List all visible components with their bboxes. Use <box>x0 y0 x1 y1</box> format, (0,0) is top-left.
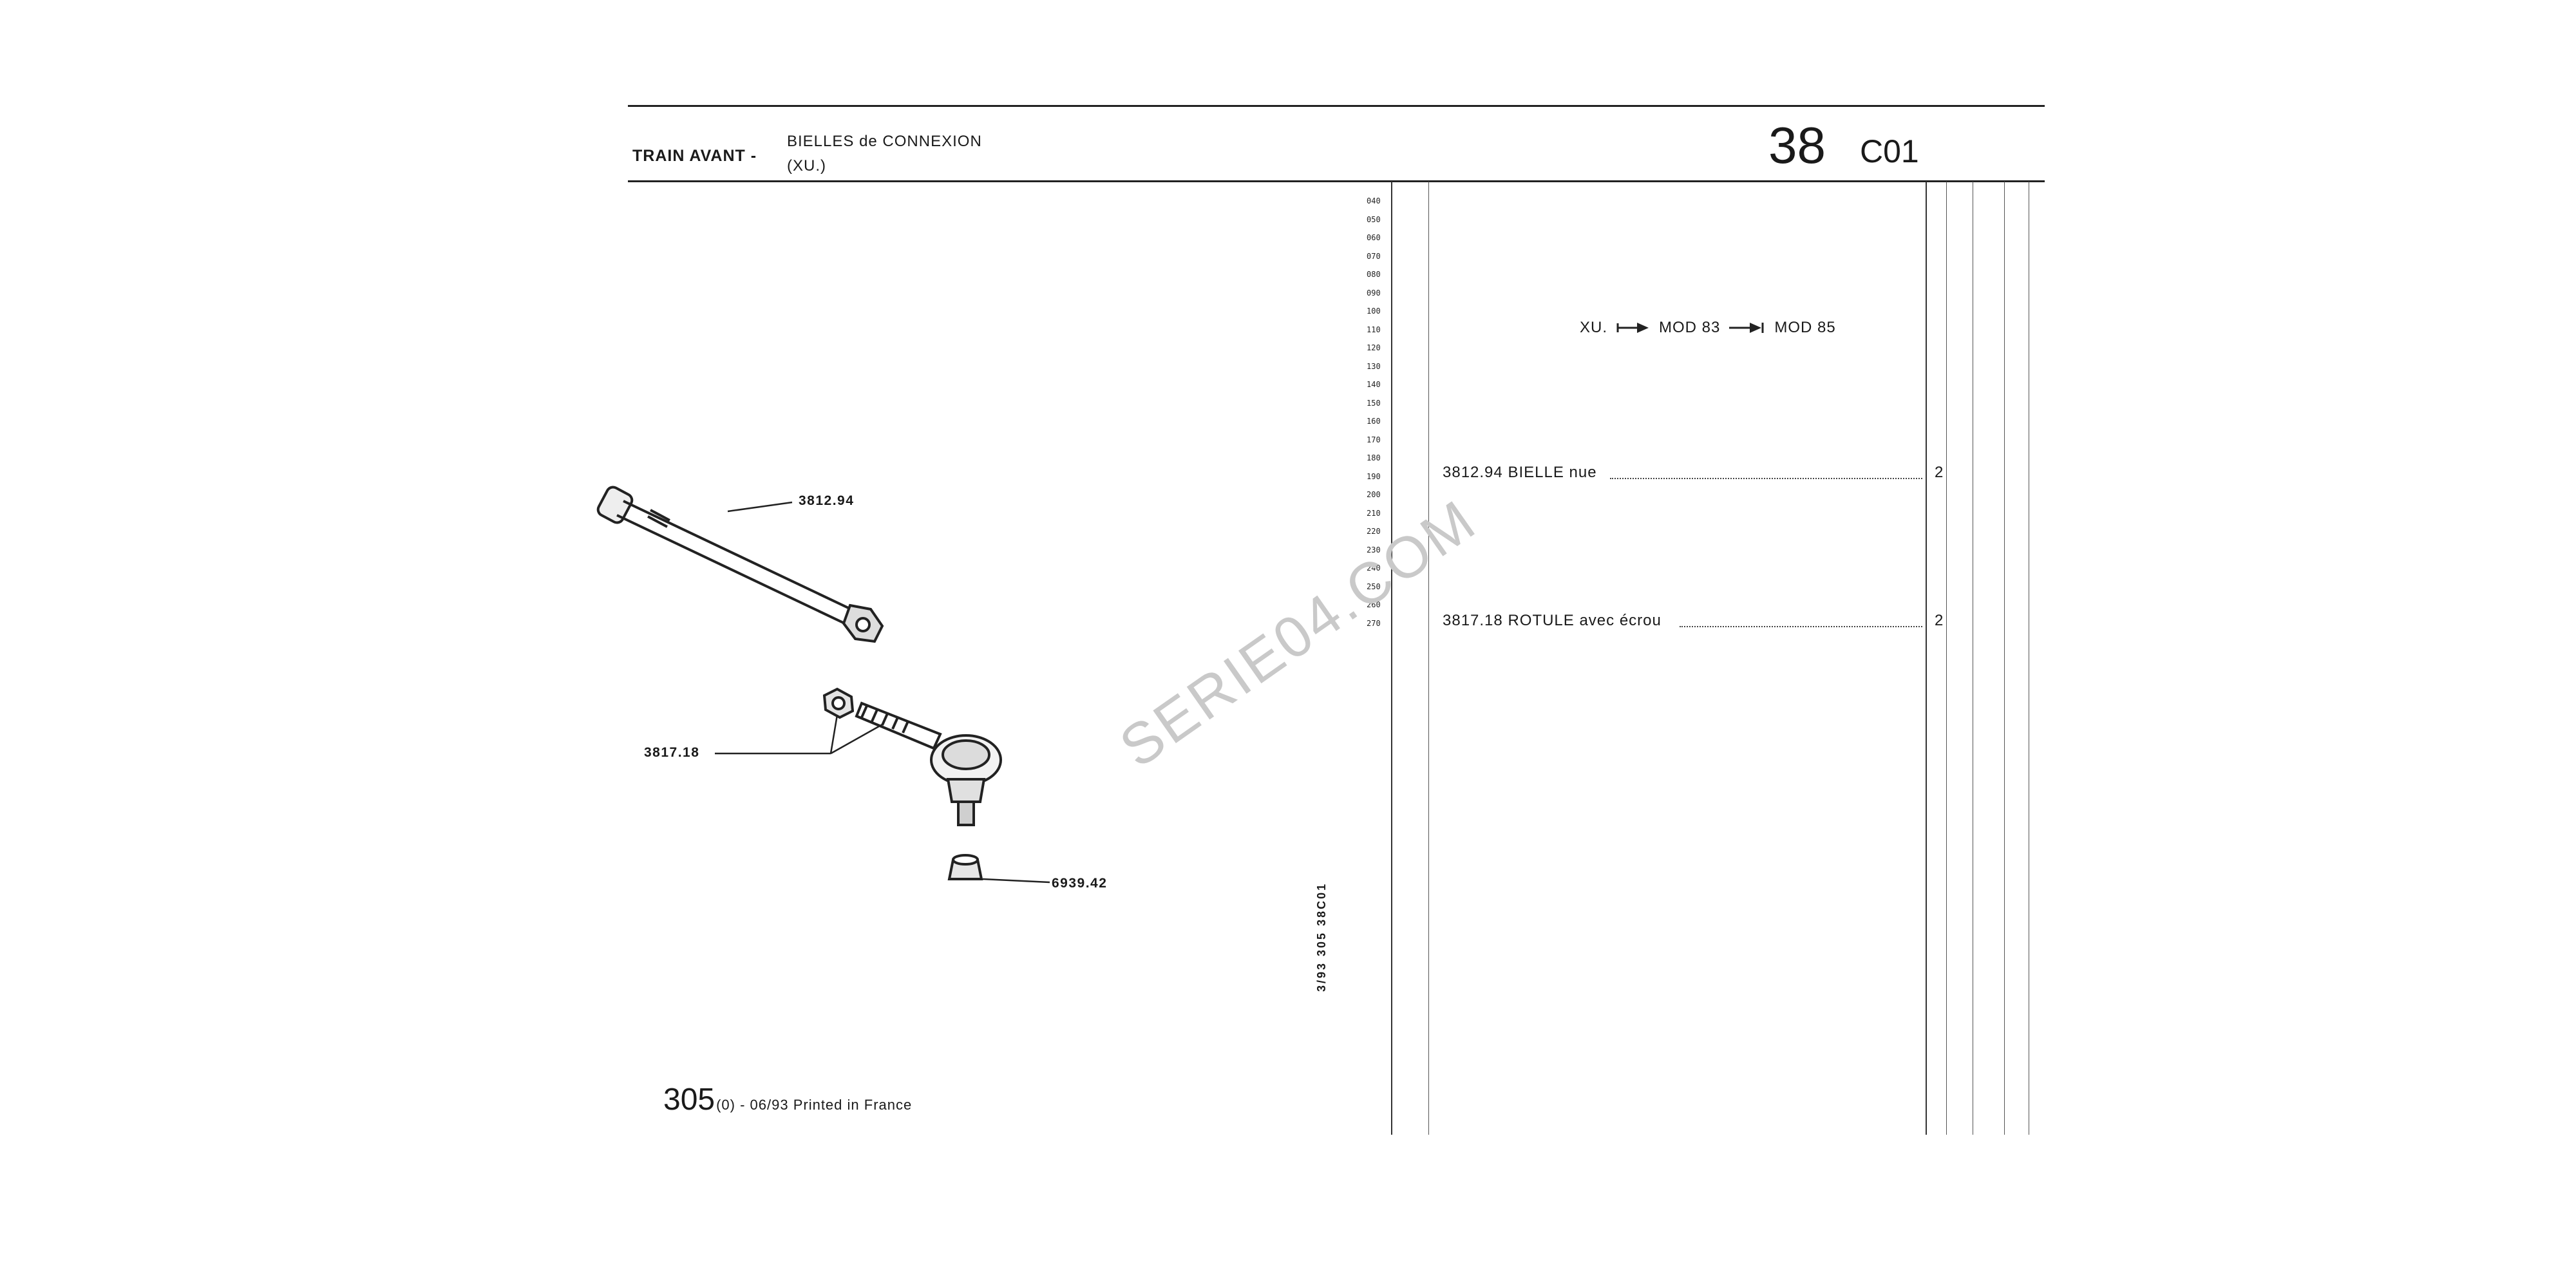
ball-joint-drawing <box>855 701 1002 826</box>
header-bottom-rule <box>628 180 2045 182</box>
line-number: 190 <box>1367 471 1381 481</box>
line-number: 070 <box>1367 251 1381 261</box>
from-arrow-icon <box>1616 323 1649 333</box>
line-number: 100 <box>1367 307 1381 316</box>
part-description: BIELLE nue <box>1508 464 1597 481</box>
section-subtitle-line2: (XU.) <box>787 157 826 175</box>
part-row: 3812.94 BIELLE nue <box>1443 464 1597 482</box>
line-number: 150 <box>1367 398 1381 408</box>
line-number: 120 <box>1367 343 1381 352</box>
line-number: 220 <box>1367 527 1381 536</box>
footer-detail: (0) - 06/93 Printed in France <box>716 1097 913 1113</box>
line-number-column: 040 050 060 070 080 090 100 110 120 130 … <box>1367 192 1392 632</box>
side-reference-code: 3/93 305 38C01 <box>1315 882 1328 992</box>
line-number: 160 <box>1367 417 1381 426</box>
model-applicability-note: XU. MOD 83 MOD 85 <box>1580 319 1836 337</box>
part-ref: 3812.94 <box>1443 464 1503 481</box>
connecting-rod-drawing <box>596 486 884 643</box>
line-number: 060 <box>1367 233 1381 242</box>
line-number: 140 <box>1367 380 1381 389</box>
column-rule-b <box>2004 182 2005 1135</box>
line-number: 180 <box>1367 453 1381 462</box>
model-from: MOD 83 <box>1659 319 1721 336</box>
model-to: MOD 85 <box>1774 319 1836 336</box>
line-number: 260 <box>1367 600 1381 609</box>
column-rule-qty-right <box>1946 182 1947 1135</box>
line-number: 210 <box>1367 508 1381 518</box>
line-number: 230 <box>1367 545 1381 554</box>
column-rule-qty-left <box>1926 182 1927 1135</box>
line-number: 170 <box>1367 435 1381 444</box>
line-number: 110 <box>1367 325 1381 334</box>
line-number: 080 <box>1367 270 1381 279</box>
callout-label-boot: 6939.42 <box>1052 876 1108 891</box>
column-rule-linenums-right <box>1391 182 1392 1135</box>
line-number: 250 <box>1367 582 1381 591</box>
line-number: 090 <box>1367 288 1381 298</box>
part-row: 3817.18 ROTULE avec écrou <box>1443 612 1662 630</box>
page-code: C01 <box>1860 133 1919 169</box>
parts-illustration <box>596 486 1050 884</box>
callout-label-ball-joint: 3817.18 <box>644 745 700 760</box>
engine-label: XU. <box>1580 319 1608 336</box>
line-number: 270 <box>1367 618 1381 628</box>
callout-leader-rod <box>727 501 793 513</box>
part-qty: 2 <box>1935 612 1944 629</box>
part-qty: 2 <box>1935 464 1944 481</box>
nut-drawing <box>822 687 855 719</box>
header-top-rule <box>628 105 2045 107</box>
line-number: 130 <box>1367 361 1381 371</box>
callout-leader-nut <box>829 714 838 754</box>
line-number: 240 <box>1367 564 1381 573</box>
callout-label-rod: 3812.94 <box>799 493 855 508</box>
line-number: 050 <box>1367 214 1381 224</box>
section-title: TRAIN AVANT - <box>632 147 757 165</box>
line-number: 040 <box>1367 196 1381 205</box>
footer-model: 305 <box>663 1083 715 1117</box>
column-rule-ref-left <box>1428 182 1429 1135</box>
part-ref: 3817.18 <box>1443 612 1503 629</box>
part-description: ROTULE avec écrou <box>1508 612 1662 629</box>
callout-leader-stud <box>830 723 883 755</box>
dot-leader <box>1680 626 1922 627</box>
line-number: 200 <box>1367 490 1381 499</box>
callout-leader-boot <box>982 878 1050 884</box>
dust-boot-drawing <box>947 854 983 880</box>
dot-leader <box>1610 478 1922 479</box>
to-arrow-icon <box>1729 323 1764 333</box>
section-subtitle-line1: BIELLES de CONNEXION <box>787 133 982 150</box>
page-number: 38 <box>1768 117 1826 174</box>
footer: 305 (0) - 06/93 Printed in France <box>663 1082 912 1117</box>
